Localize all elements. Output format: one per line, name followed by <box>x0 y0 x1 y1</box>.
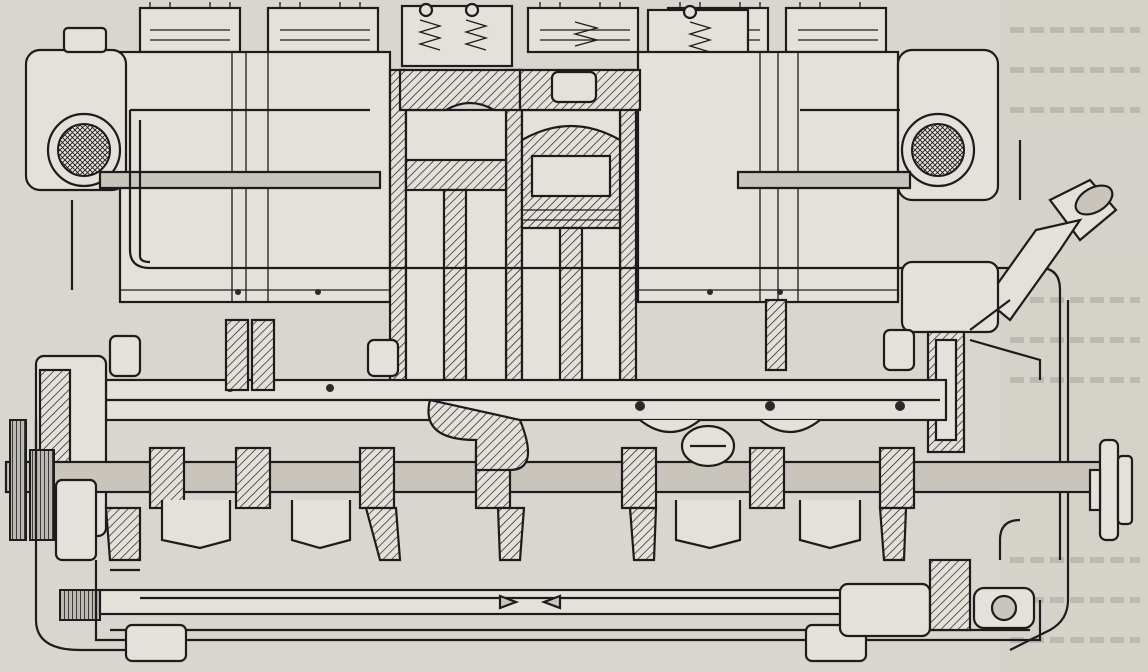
gear-train <box>9 419 130 652</box>
right-air-intake <box>896 48 1022 202</box>
sectioned-cylinders <box>388 68 642 392</box>
left-air-intake <box>24 26 128 290</box>
fan-pulley <box>1088 438 1134 542</box>
intake-manifold <box>98 108 912 190</box>
oil-pump <box>838 518 1036 638</box>
fuel-pipe <box>128 110 1070 651</box>
spark-plug-stems <box>108 298 916 392</box>
camshaft <box>98 588 932 616</box>
page-texture <box>1000 0 1148 672</box>
crankshaft <box>4 398 1118 562</box>
